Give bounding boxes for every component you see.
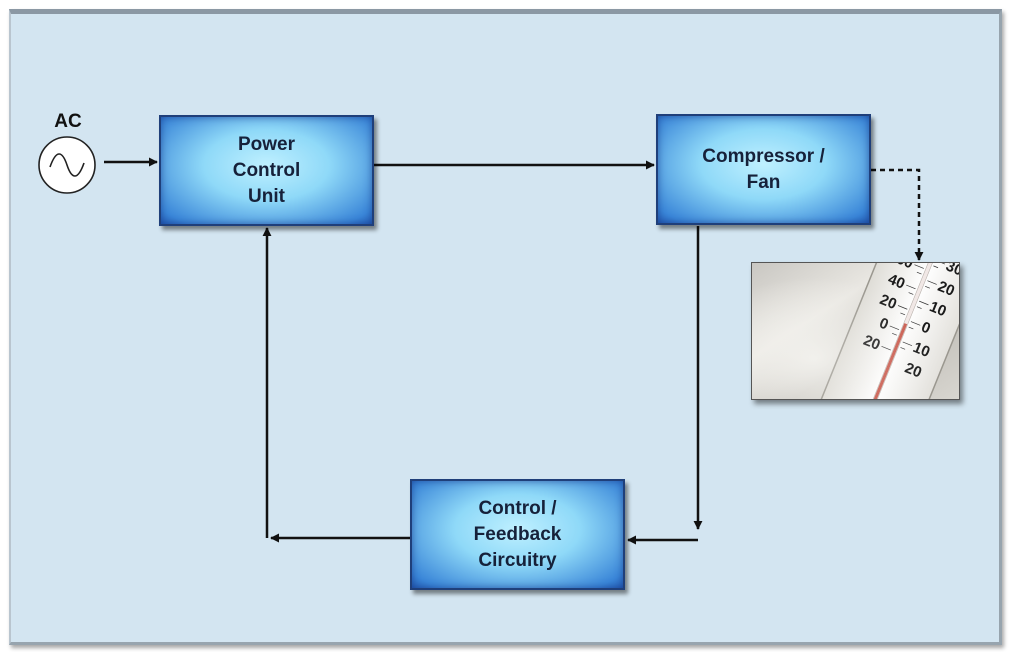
arrow-compressor-to-thermometer — [871, 168, 924, 261]
ac-sine-source-icon — [38, 136, 96, 194]
ac-label: AC — [54, 111, 82, 132]
compressor-fan-block: Compressor / Fan — [656, 114, 871, 225]
power-control-unit-label: Power Control Unit — [232, 133, 301, 207]
thermometer-photo: 80 60 40 20 0 20 30 20 10 0 10 20 — [751, 262, 960, 400]
control-feedback-label: Control / Feedback Circuitry — [473, 497, 562, 571]
compressor-fan-label: Compressor / Fan — [702, 145, 825, 193]
power-control-unit-block: Power Control Unit — [159, 115, 374, 226]
control-feedback-block: Control / Feedback Circuitry — [410, 479, 625, 590]
